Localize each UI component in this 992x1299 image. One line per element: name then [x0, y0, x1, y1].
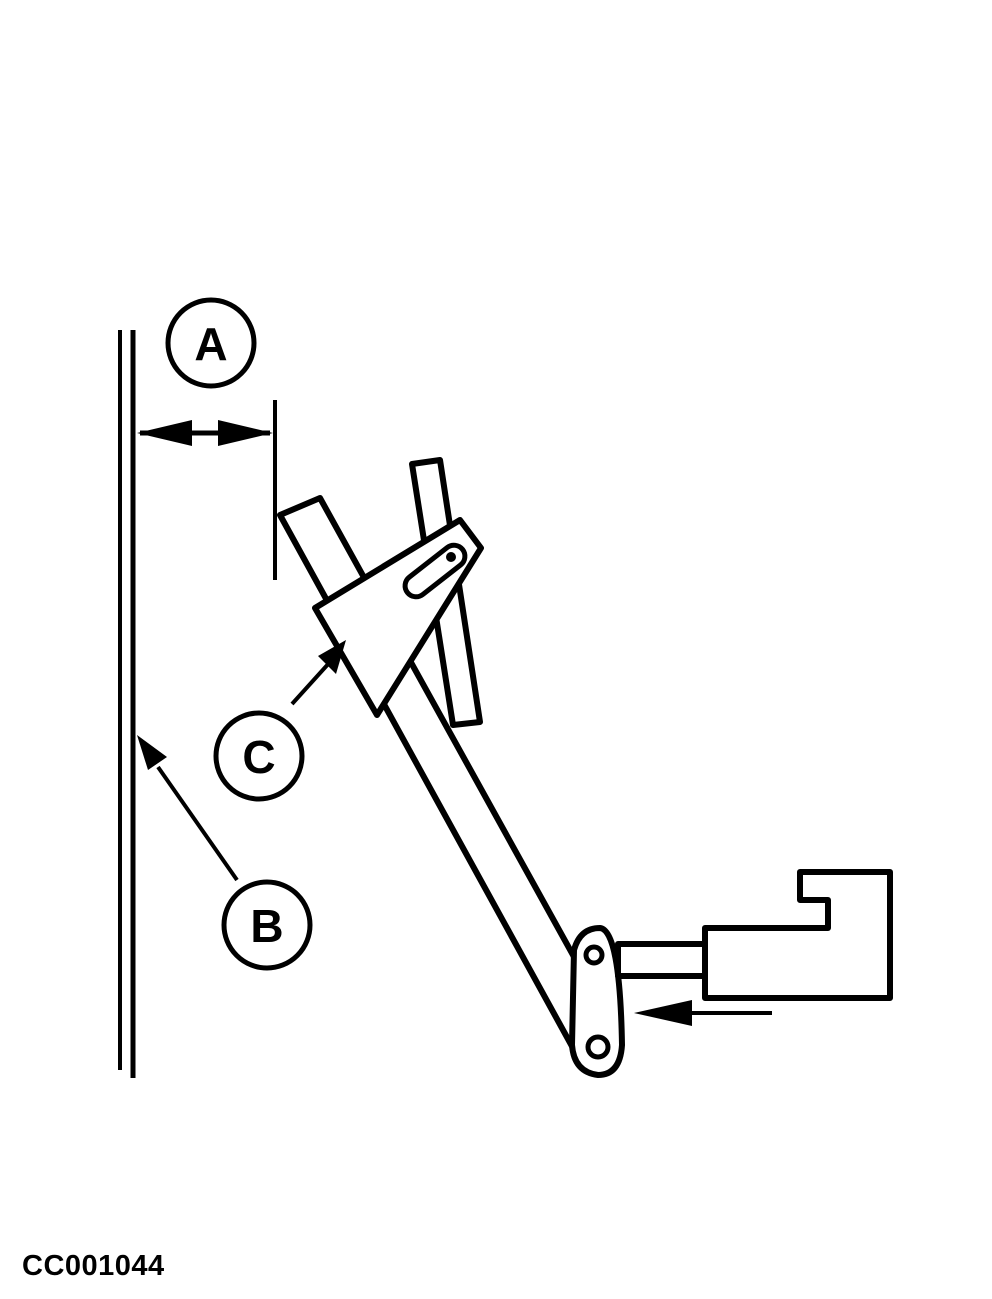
leader-c	[290, 640, 346, 706]
direction-arrow	[634, 1000, 772, 1026]
callout-b-label: B	[250, 900, 283, 952]
callout-a-label: A	[194, 318, 227, 370]
callout-c: C	[213, 710, 305, 802]
dimension-a	[137, 400, 277, 580]
reference-surface	[118, 330, 136, 1078]
callout-c-label: C	[242, 731, 275, 783]
figure-code: CC001044	[22, 1250, 165, 1282]
callout-a: A	[165, 297, 257, 389]
leader-b	[137, 735, 239, 882]
pivot-link	[569, 925, 625, 1078]
actuator	[615, 869, 893, 1001]
callout-b: B	[221, 879, 313, 971]
bracket	[312, 517, 484, 718]
